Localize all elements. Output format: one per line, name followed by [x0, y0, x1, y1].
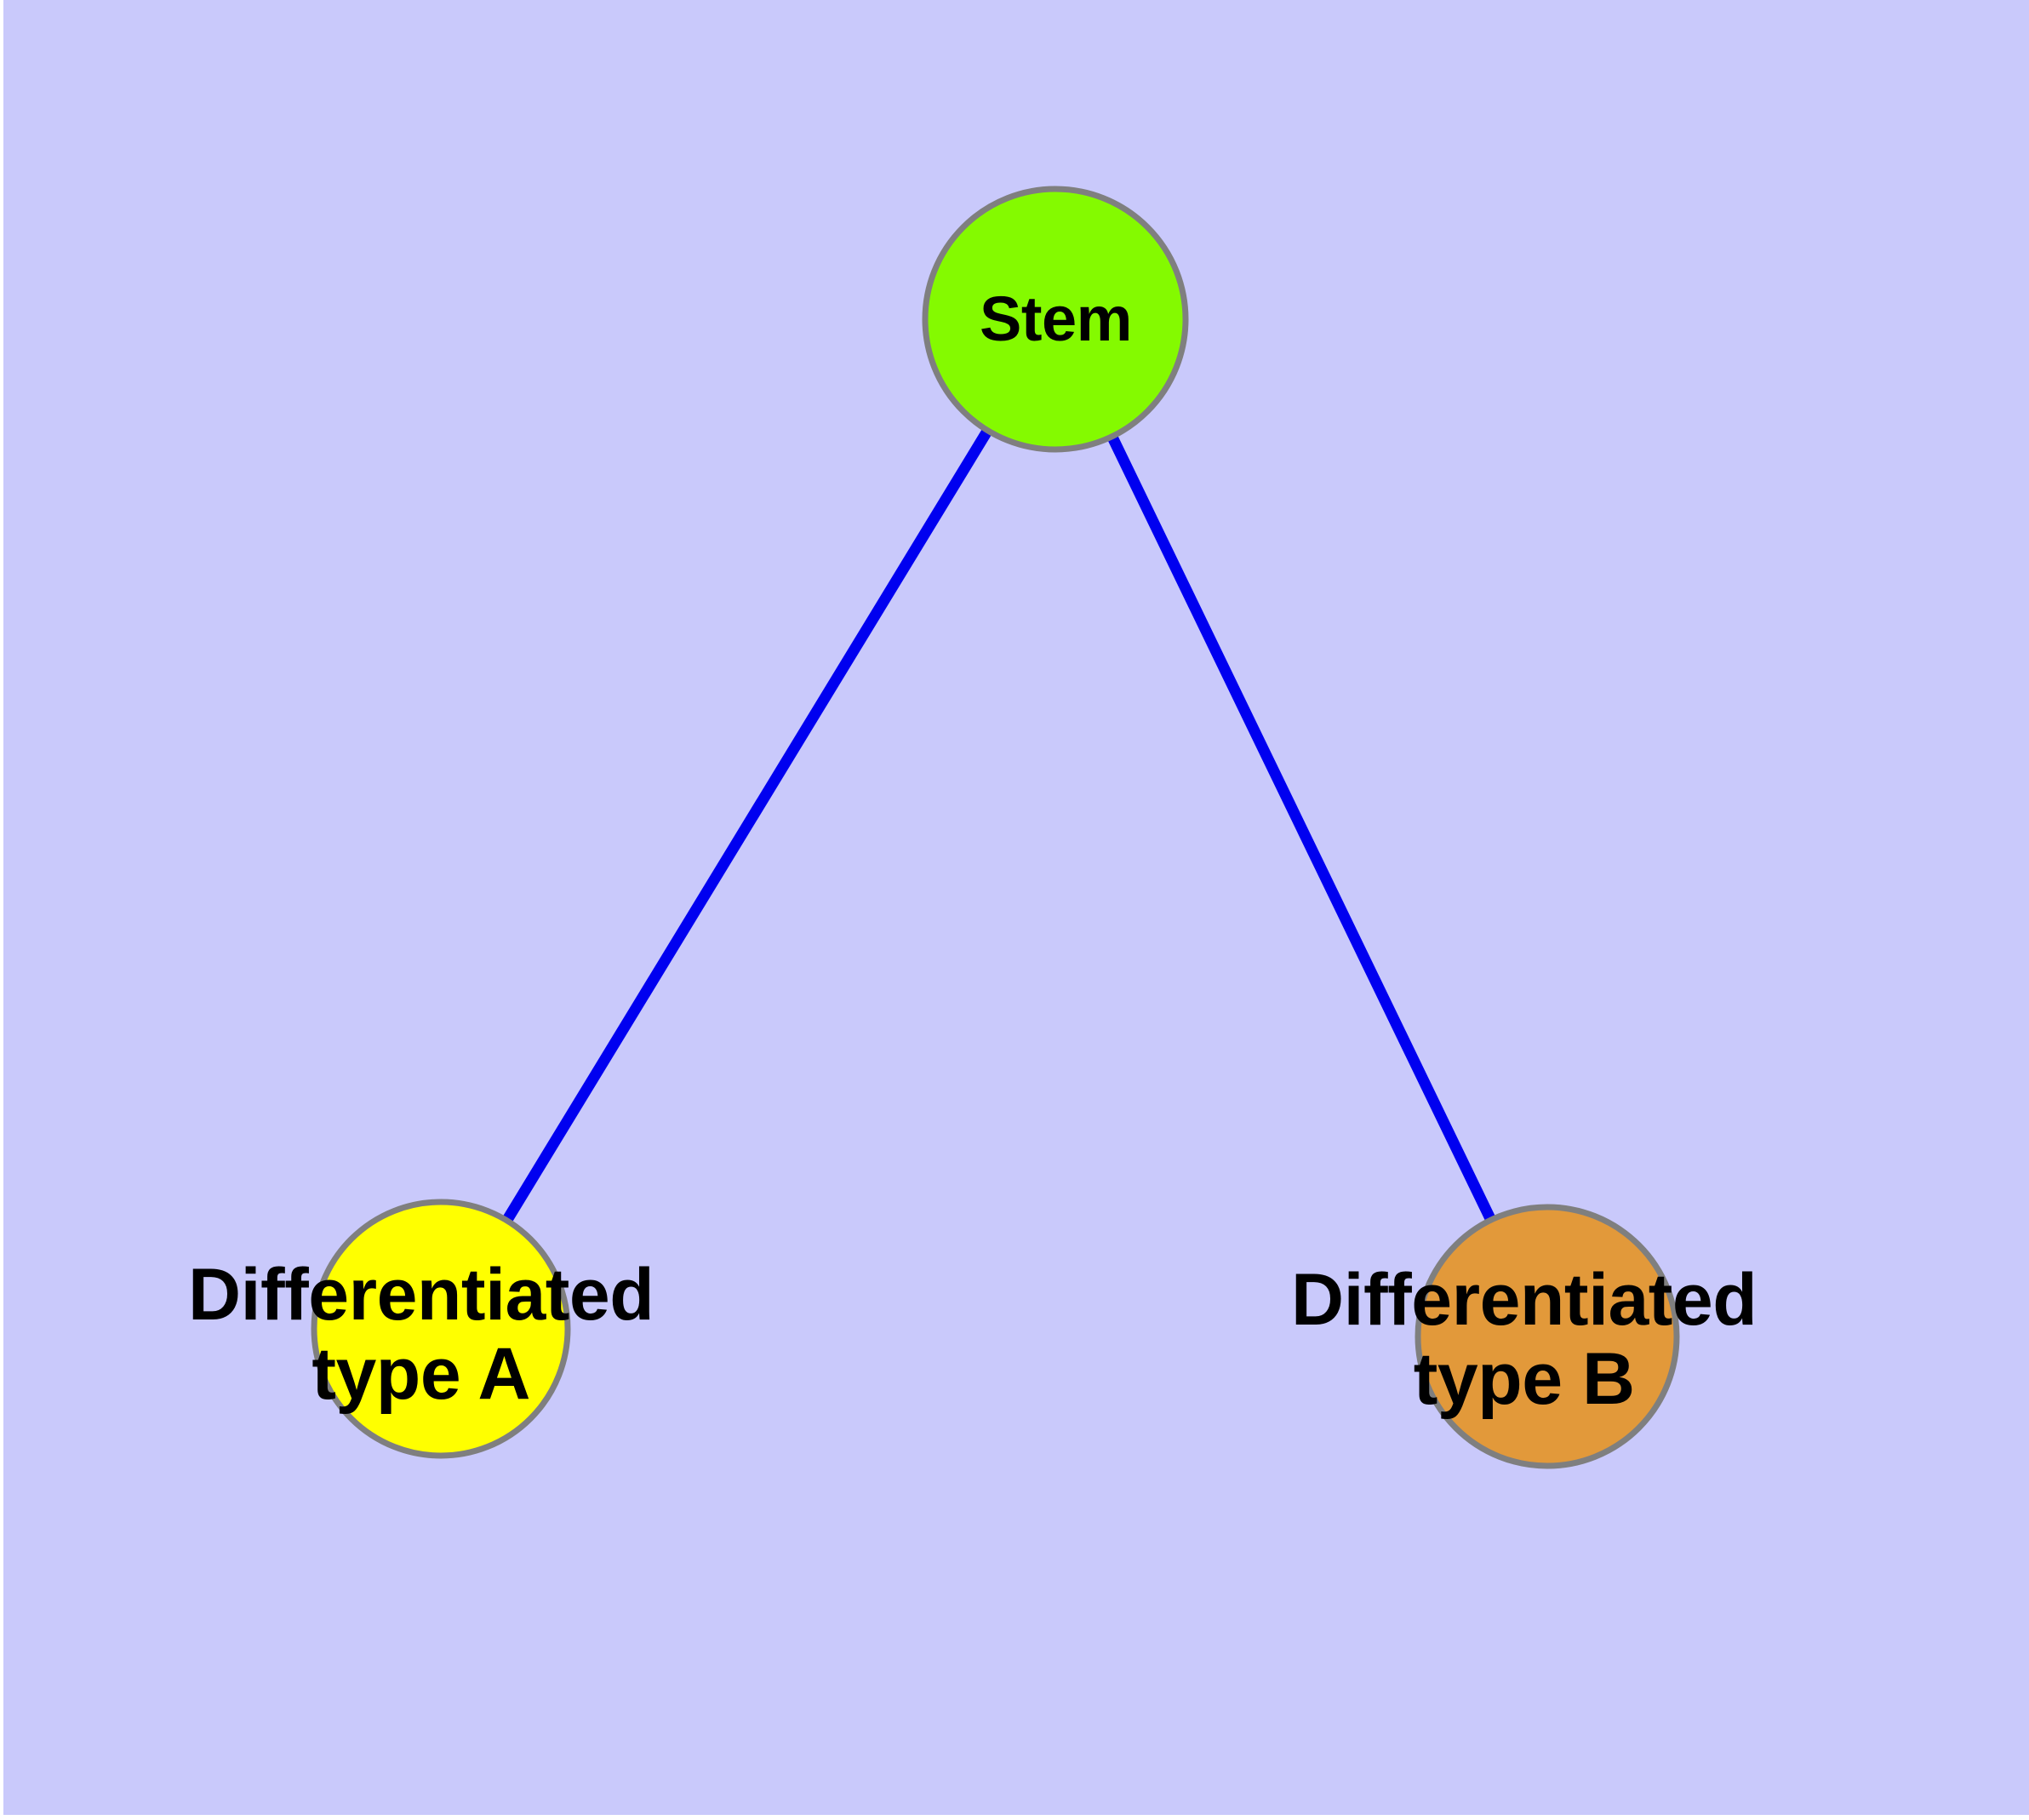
edge-stem-to-diff-b	[1050, 317, 1552, 1339]
node-circle-diff_b[interactable]	[1415, 1204, 1680, 1469]
node-circle-diff_a[interactable]	[311, 1199, 571, 1459]
edges-group	[436, 316, 1552, 1339]
nodes-group	[311, 186, 1680, 1469]
edge-stem-to-diff-a	[436, 316, 1060, 1332]
node-circle-stem[interactable]	[922, 186, 1189, 453]
